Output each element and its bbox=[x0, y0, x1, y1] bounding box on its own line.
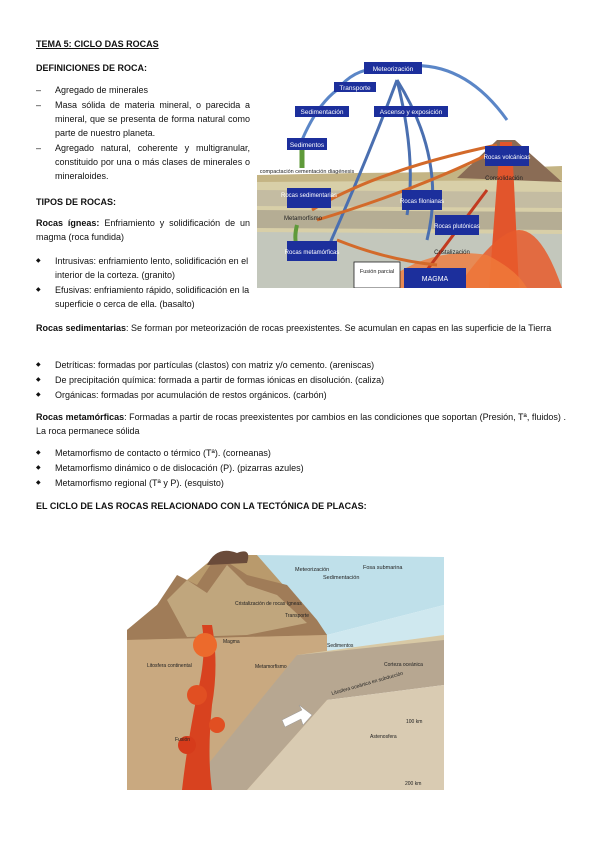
box-rocas-sedimentarias bbox=[287, 188, 331, 208]
bd-label-sedimentacion: Sedimentación bbox=[323, 575, 359, 581]
igneous-paragraph: Rocas ígneas: Enfriamiento y solidificac… bbox=[36, 216, 250, 244]
metamorphic-item: Metamorfismo regional (Tª y P). (esquist… bbox=[36, 476, 566, 490]
label-meteorizacion: Meteorización bbox=[373, 66, 414, 73]
bd-label-litosfera-continental: Litosfera continental bbox=[147, 663, 192, 669]
rock-cycle-svg: Meteorización Transporte Sedimentación A… bbox=[257, 40, 562, 289]
label-fusion-parcial: Fusión parcial bbox=[360, 269, 394, 275]
box-sedimentos bbox=[287, 138, 327, 150]
sedimentary-item: De precipitación química: formada a part… bbox=[36, 373, 566, 387]
label-cristalizacion: Cristalización bbox=[434, 250, 470, 256]
metamorphic-paragraph: Rocas metamórficas: Formadas a partir de… bbox=[36, 410, 566, 438]
igneous-label: Rocas ígneas: bbox=[36, 218, 100, 228]
bd-label-astenosfera: Astenosfera bbox=[370, 734, 397, 740]
label-rocas-metamorficas: Rocas metamórficas bbox=[285, 250, 340, 256]
metamorphic-list: Metamorfismo de contacto o térmico (Tª).… bbox=[36, 446, 566, 491]
box-sedimentacion bbox=[295, 106, 349, 117]
definitions-heading: DEFINICIONES DE ROCA: bbox=[36, 63, 148, 73]
label-rocas-plutonicas: Rocas plutónicas bbox=[434, 224, 480, 230]
igneous-text: Enfriamiento y solidificación de un magm… bbox=[36, 218, 250, 242]
label-rocas-volcanicas: Rocas volcánicas bbox=[484, 155, 531, 161]
tectonics-heading: EL CICLO DE LAS ROCAS RELACIONADO CON LA… bbox=[36, 501, 367, 511]
bd-label-corteza-oceanica: Corteza oceánica bbox=[384, 662, 423, 668]
box-rocas-filonianas bbox=[402, 190, 442, 210]
definition-item: Agregado de minerales bbox=[36, 83, 250, 97]
tectonic-block-diagram: Meteorización Sedimentación Fosa submari… bbox=[127, 545, 444, 790]
bd-label-transporte: Transporte bbox=[285, 613, 309, 619]
bd-label-meteorizacion: Meteorización bbox=[295, 567, 329, 573]
sedimentary-label: Rocas sedimentarias bbox=[36, 323, 127, 333]
box-fusion-parcial bbox=[353, 261, 401, 289]
label-rocas-filonianas: Rocas filonianas bbox=[400, 199, 444, 205]
box-ascenso bbox=[374, 106, 448, 117]
sedimentary-list: Detríticas: formadas por partículas (cla… bbox=[36, 358, 566, 403]
box-transporte bbox=[334, 82, 376, 92]
definition-item: Agregado natural, coherente y multigranu… bbox=[36, 141, 250, 183]
metamorphic-label: Rocas metamórficas bbox=[36, 412, 125, 422]
box-rocas-plutonicas bbox=[435, 215, 479, 235]
metamorphic-text: : Formadas a partir de rocas preexistent… bbox=[36, 412, 566, 436]
igneous-item: Intrusivas: enfriamiento lento, solidifi… bbox=[36, 254, 256, 282]
box-magma bbox=[404, 268, 466, 288]
definitions-list: Agregado de minerales Masa sólida de mat… bbox=[36, 83, 250, 184]
label-rocas-sedimentarias: Rocas sedimentarias bbox=[281, 193, 337, 199]
label-ascenso: Ascenso y exposición bbox=[380, 109, 443, 116]
page-title: TEMA 5: CICLO DAS ROCAS bbox=[36, 39, 159, 49]
label-consolidacion: Consolidación bbox=[485, 176, 523, 182]
box-rocas-metamorficas bbox=[287, 241, 337, 261]
label-metamorfismo: Metamorfismo bbox=[284, 216, 323, 222]
bd-label-sedimentos: Sedimentos bbox=[327, 643, 354, 649]
bd-label-100km: 100 km bbox=[406, 719, 422, 725]
bd-label-magma: Magma bbox=[223, 639, 240, 645]
metamorphic-item: Metamorfismo dinámico o de dislocación (… bbox=[36, 461, 566, 475]
igneous-item: Efusivas: enfriamiento rápido, solidific… bbox=[36, 283, 256, 311]
definition-item: Masa sólida de materia mineral, o pareci… bbox=[36, 98, 250, 140]
label-transporte: Transporte bbox=[339, 85, 371, 92]
metamorphic-item: Metamorfismo de contacto o térmico (Tª).… bbox=[36, 446, 566, 460]
label-compactacion: compactación cementación diagénesis bbox=[260, 169, 355, 175]
bd-label-fusion: Fusión bbox=[175, 737, 190, 743]
box-meteorizacion bbox=[364, 62, 422, 74]
label-sedimentos: Sedimentos bbox=[290, 142, 325, 149]
label-magma: MAGMA bbox=[422, 276, 449, 283]
bd-label-cristalizacion: Cristalización de rocas ígneas bbox=[235, 601, 302, 607]
sedimentary-text: : Se forman por meteorización de rocas p… bbox=[126, 323, 552, 333]
bd-label-200km: 200 km bbox=[405, 781, 421, 787]
sedimentary-item: Detríticas: formadas por partículas (cla… bbox=[36, 358, 566, 372]
bd-label-metamorfismo: Metamorfismo bbox=[255, 664, 287, 670]
bd-label-fosa: Fosa submarina bbox=[363, 565, 403, 571]
rock-cycle-diagram: Meteorización Transporte Sedimentación A… bbox=[257, 40, 562, 289]
label-sedimentacion: Sedimentación bbox=[301, 109, 344, 116]
sedimentary-paragraph: Rocas sedimentarias: Se forman por meteo… bbox=[36, 321, 566, 335]
box-rocas-volcanicas bbox=[485, 146, 529, 166]
tectonic-block-svg: Meteorización Sedimentación Fosa submari… bbox=[127, 550, 444, 790]
igneous-list: Intrusivas: enfriamiento lento, solidifi… bbox=[36, 254, 256, 312]
types-heading: TIPOS DE ROCAS: bbox=[36, 197, 117, 207]
sedimentary-item: Orgánicas: formadas por acumulación de r… bbox=[36, 388, 566, 402]
